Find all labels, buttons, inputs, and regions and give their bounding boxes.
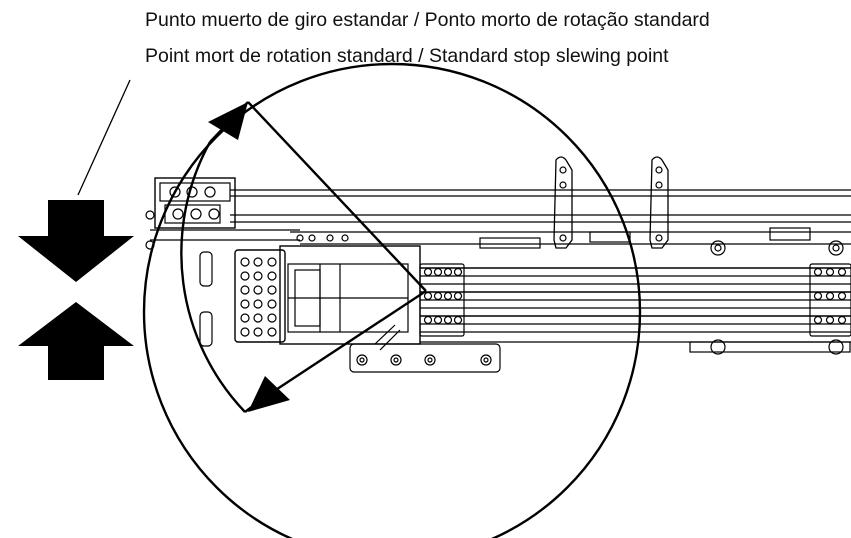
crane-boom-drawing xyxy=(145,156,851,373)
radial-line-lower xyxy=(261,289,427,401)
caption-line-1: Punto muerto de giro estandar / Ponto mo… xyxy=(145,9,710,31)
up-arrow-icon xyxy=(18,302,134,380)
radial-line-upper xyxy=(247,101,427,292)
leader-line xyxy=(77,79,131,196)
caption-line-2: Point mort de rotation standard / Standa… xyxy=(145,45,669,67)
arc-arrowhead-upper xyxy=(208,102,248,140)
rotation-arc xyxy=(180,141,246,413)
slewing-circle xyxy=(142,62,642,538)
down-arrow-icon xyxy=(18,200,134,282)
arc-arrowhead-lower xyxy=(248,376,290,412)
